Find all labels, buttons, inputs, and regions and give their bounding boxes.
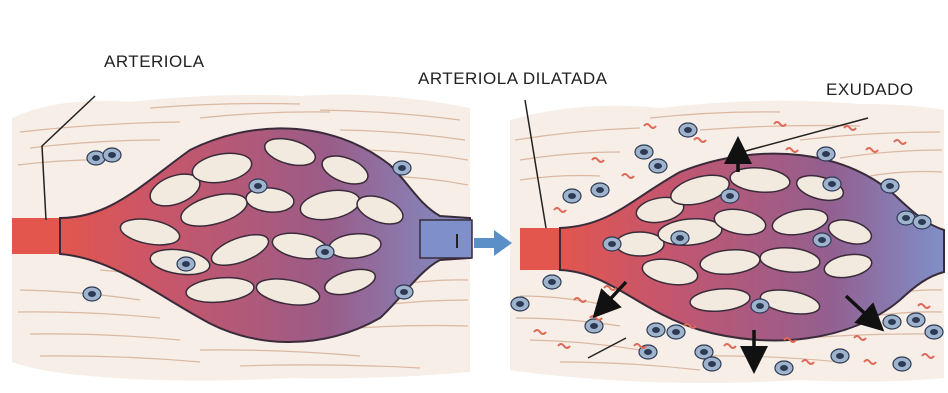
cell-nucleus xyxy=(756,303,764,309)
cell-nucleus xyxy=(108,152,116,158)
cell-nucleus xyxy=(902,215,910,221)
cell-nucleus xyxy=(644,349,652,355)
cell-nucleus xyxy=(182,261,190,267)
cell-nucleus xyxy=(828,181,836,187)
cell-nucleus xyxy=(640,149,648,155)
cell-nucleus xyxy=(548,279,556,285)
right-arrow-icon xyxy=(474,230,512,256)
venule-left xyxy=(420,220,472,258)
cell-nucleus xyxy=(918,219,926,225)
cell-nucleus xyxy=(652,327,660,333)
cell-nucleus xyxy=(254,183,262,189)
cell-nucleus xyxy=(836,353,844,359)
cell-nucleus xyxy=(898,361,906,367)
cell-nucleus xyxy=(400,289,408,295)
cell-nucleus xyxy=(780,365,788,371)
label-arteriola-dilatada: ARTERIOLA DILATADA xyxy=(418,69,607,89)
cell-nucleus xyxy=(608,241,616,247)
cell-nucleus xyxy=(886,183,894,189)
cell-nucleus xyxy=(516,301,524,307)
cell-nucleus xyxy=(92,155,100,161)
cell-nucleus xyxy=(321,249,329,255)
cell-nucleus xyxy=(708,361,716,367)
capillary-islet xyxy=(616,232,664,256)
cell-nucleus xyxy=(700,349,708,355)
cell-nucleus xyxy=(930,329,938,335)
label-exudado: EXUDADO xyxy=(826,80,914,100)
cell-nucleus xyxy=(888,319,896,325)
cell-nucleus xyxy=(596,187,604,193)
cell-nucleus xyxy=(822,151,830,157)
cell-nucleus xyxy=(818,237,826,243)
cell-nucleus xyxy=(654,163,662,169)
cell-nucleus xyxy=(684,127,692,133)
cell-nucleus xyxy=(398,165,406,171)
cell-nucleus xyxy=(726,193,734,199)
label-arteriola: ARTERIOLA xyxy=(104,52,205,72)
cell-nucleus xyxy=(590,323,598,329)
cell-nucleus xyxy=(568,193,576,199)
cell-nucleus xyxy=(676,235,684,241)
cell-nucleus xyxy=(672,329,680,335)
cell-nucleus xyxy=(912,317,920,323)
cell-nucleus xyxy=(88,291,96,297)
